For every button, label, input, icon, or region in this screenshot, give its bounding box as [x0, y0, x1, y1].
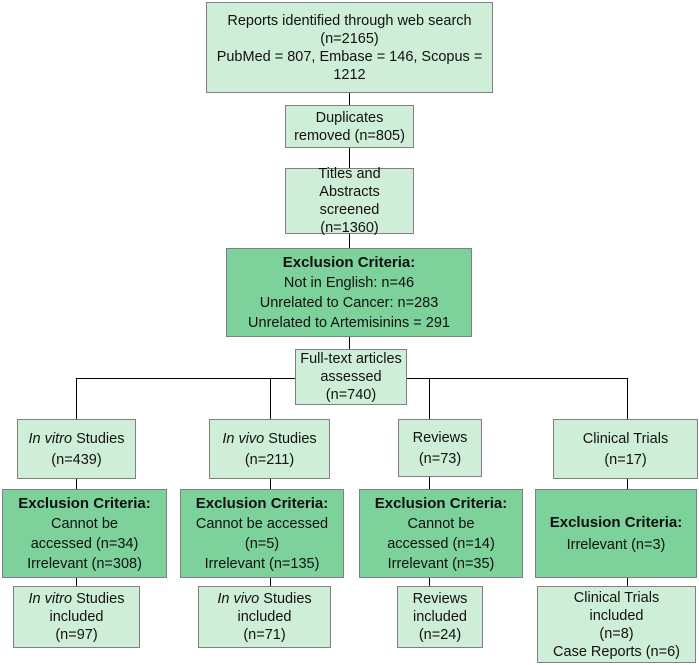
invitro-exclusion-line1: Cannot be — [51, 515, 118, 532]
invivo-exclusion-line3: Irrelevant (n=135) — [204, 555, 320, 572]
clinical-included-line2: included — [589, 607, 644, 624]
invivo-included-label: In vivo Studies — [217, 590, 311, 608]
connector-exclusion-fulltext — [349, 337, 350, 349]
reviews-included-box: Reviews included (n=24) — [397, 586, 483, 648]
identified-line3: PubMed = 807, Embase = 146, Scopus = — [216, 48, 483, 65]
invivo-included-rest: Studies — [259, 591, 312, 607]
connector-duplicates-screened — [349, 148, 350, 168]
clinical-included-box: Clinical Trials included (n=8) Case Repo… — [537, 586, 696, 663]
reviews-category-label: Reviews — [412, 429, 468, 446]
invitro-included-line2: included — [49, 609, 104, 625]
connector-clinical-exclusion — [627, 479, 628, 489]
clinical-included-line1: Clinical Trials — [573, 589, 660, 606]
invitro-category-rest: Studies — [72, 430, 125, 447]
connector-reviews-included — [429, 578, 430, 586]
invitro-included-box: In vitro Studies included (n=97) — [13, 586, 140, 648]
invivo-category-italic: In vivo — [222, 430, 265, 447]
reviews-included-line1: Reviews — [412, 591, 468, 607]
identified-line2: (n=2165) — [320, 30, 379, 47]
invivo-included-italic: In vivo — [217, 591, 260, 607]
reviews-included-line2: included — [412, 609, 467, 625]
invitro-included-rest: Studies — [72, 591, 125, 607]
reviews-category-count: (n=73) — [418, 450, 462, 467]
invivo-category-rest: Studies — [264, 430, 317, 447]
invivo-exclusion-line1: Cannot be accessed — [195, 515, 329, 532]
connector-identified-duplicates — [349, 93, 350, 105]
reviews-included-line3: (n=24) — [418, 627, 462, 643]
connector-reviews-exclusion — [429, 477, 430, 489]
connector-invitro-included — [76, 578, 77, 586]
invitro-category-count: (n=439) — [51, 451, 102, 468]
clinical-category-count: (n=17) — [604, 451, 647, 468]
invivo-included-line2: included — [237, 609, 292, 625]
exclusion-main-line1: Not in English: n=46 — [283, 274, 415, 291]
invitro-category-italic: In vitro — [28, 430, 73, 447]
reviews-exclusion-box: Exclusion Criteria: Cannot be accessed (… — [359, 489, 523, 578]
invitro-category-label: In vitro Studies — [29, 430, 125, 448]
duplicates-line1: Duplicates — [315, 109, 384, 126]
invitro-included-italic: In vitro — [28, 591, 73, 607]
clinical-exclusion-box: Exclusion Criteria: Irrelevant (n=3) — [535, 489, 697, 578]
screened-box: Titles and Abstracts screened (n=1360) — [285, 166, 414, 236]
reviews-exclusion-line3: Irrelevant (n=35) — [387, 555, 495, 572]
connector-invitro-exclusion — [76, 479, 77, 489]
invitro-included-line3: (n=97) — [55, 627, 98, 643]
clinical-included-line4: Case Reports (n=6) — [553, 643, 680, 660]
connector-branch-clinical — [627, 378, 628, 419]
duplicates-line2: removed (n=805) — [294, 127, 405, 144]
invitro-category-box: In vitro Studies (n=439) — [17, 419, 136, 479]
screened-line4: (n=1360) — [320, 220, 379, 236]
connector-invivo-exclusion — [270, 479, 271, 489]
exclusion-main-box: Exclusion Criteria: Not in English: n=46… — [226, 248, 472, 337]
invitro-exclusion-heading: Exclusion Criteria: — [18, 494, 151, 512]
reviews-category-box: Reviews (n=73) — [398, 419, 482, 477]
connector-screened-exclusion — [349, 234, 350, 248]
reviews-exclusion-line1: Cannot be — [407, 515, 475, 532]
exclusion-main-line3: Unrelated to Artemisinins = 291 — [248, 314, 450, 331]
connector-branch-invivo — [270, 378, 271, 419]
reviews-exclusion-line2: accessed (n=14) — [387, 535, 495, 552]
invivo-category-label: In vivo Studies — [222, 430, 316, 448]
invivo-category-box: In vivo Studies (n=211) — [209, 419, 330, 479]
screened-line1: Titles and — [318, 166, 381, 182]
screened-line2: Abstracts — [319, 184, 380, 200]
invivo-exclusion-box: Exclusion Criteria: Cannot be accessed (… — [180, 489, 344, 578]
invivo-exclusion-line2: (n=5) — [244, 535, 280, 552]
reviews-exclusion-heading: Exclusion Criteria: — [374, 494, 508, 512]
screened-line3: screened — [319, 202, 380, 218]
duplicates-box: Duplicates removed (n=805) — [285, 105, 414, 148]
invitro-exclusion-box: Exclusion Criteria: Cannot be accessed (… — [2, 489, 167, 578]
fulltext-box: Full-text articles assessed (n=740) — [295, 349, 407, 405]
connector-branch-invitro — [76, 378, 77, 419]
clinical-exclusion-heading: Exclusion Criteria: — [549, 513, 683, 531]
identified-line4: 1212 — [333, 66, 366, 83]
connector-clinical-included — [627, 578, 628, 586]
clinical-included-line3: (n=8) — [599, 625, 634, 642]
invitro-included-label: In vitro Studies — [29, 590, 125, 608]
exclusion-main-heading: Exclusion Criteria: — [282, 253, 416, 271]
identified-box: Reports identified through web search (n… — [206, 2, 493, 93]
invivo-category-count: (n=211) — [244, 451, 295, 468]
invivo-included-box: In vivo Studies included (n=71) — [198, 586, 331, 648]
invitro-exclusion-line3: Irrelevant (n=308) — [27, 555, 142, 572]
clinical-exclusion-line1: Irrelevant (n=3) — [566, 536, 666, 553]
exclusion-main-line2: Unrelated to Cancer: n=283 — [259, 294, 439, 311]
clinical-category-label: Clinical Trials — [582, 430, 669, 447]
invivo-included-line3: (n=71) — [243, 627, 286, 643]
connector-branch-reviews — [429, 378, 430, 419]
fulltext-line1: Full-text articles — [300, 351, 402, 367]
clinical-category-box: Clinical Trials (n=17) — [553, 419, 698, 479]
invitro-exclusion-line2: accessed (n=34) — [30, 535, 139, 552]
invivo-exclusion-heading: Exclusion Criteria: — [195, 494, 329, 512]
fulltext-line2: assessed — [320, 369, 382, 385]
fulltext-line3: (n=740) — [325, 387, 377, 403]
identified-line1: Reports identified through web search — [227, 12, 472, 29]
connector-invivo-included — [270, 578, 271, 586]
